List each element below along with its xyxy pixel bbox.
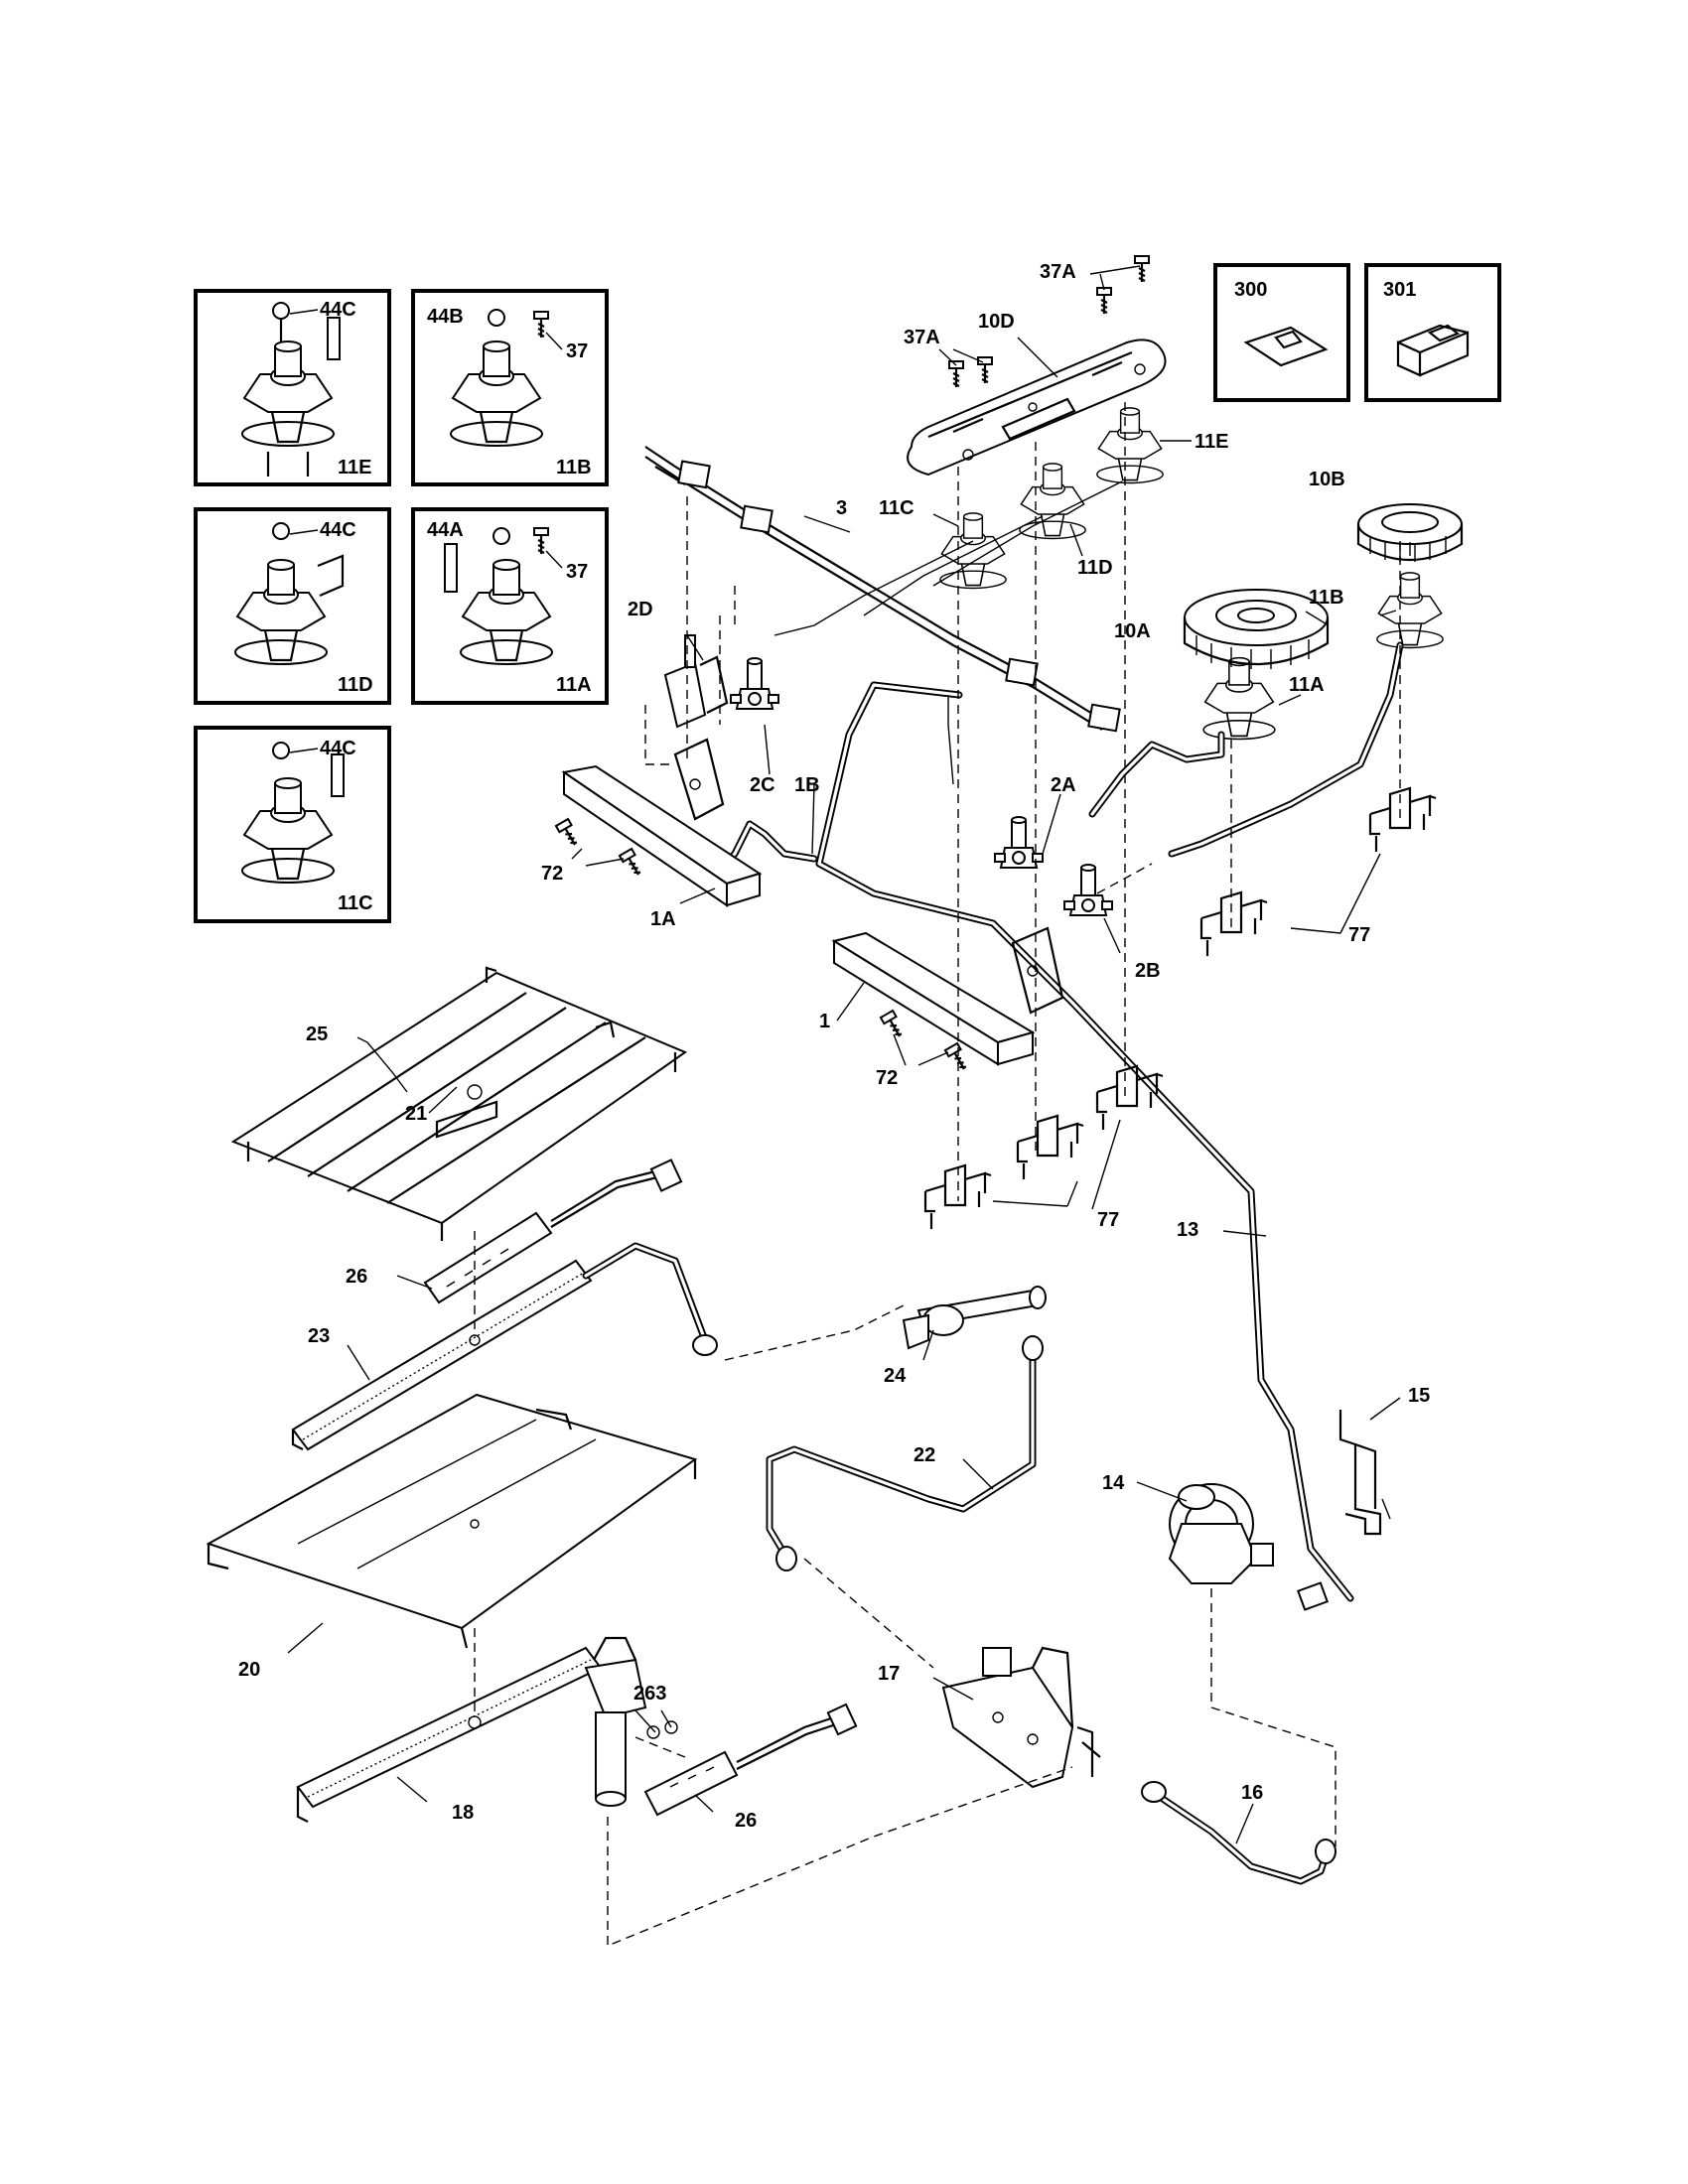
callout-10a: 10A	[1114, 620, 1151, 642]
orifice-24	[902, 1286, 1047, 1350]
kit-box-300: 300	[1213, 263, 1350, 402]
inset-label-44c-3: 44C	[320, 738, 356, 759]
pressure-regulator-14	[1168, 1483, 1329, 1611]
bracket-77-e	[1095, 1064, 1165, 1132]
kit-box-301: 301	[1364, 263, 1501, 402]
callout-1a: 1A	[650, 908, 676, 930]
callout-10d: 10D	[978, 311, 1015, 333]
callout-26-lower: 26	[735, 1810, 757, 1832]
manifold-rail-1a	[561, 738, 763, 907]
inset-label-11b: 11B	[556, 457, 592, 478]
inset-label-37-2: 37	[566, 561, 588, 583]
callout-72-center: 72	[876, 1067, 898, 1089]
callout-3: 3	[836, 497, 847, 519]
burner-head-10b	[1356, 503, 1464, 562]
inset-label-44b: 44B	[427, 306, 464, 328]
burner-head-10a	[1183, 589, 1330, 669]
callout-13: 13	[1177, 1219, 1198, 1241]
valve-2c	[730, 657, 779, 710]
valve-2d	[663, 634, 729, 729]
igniter-26-lower	[643, 1703, 858, 1817]
callout-15: 15	[1408, 1385, 1430, 1407]
heat-shield-20	[206, 1393, 698, 1649]
callout-77-right: 77	[1348, 924, 1370, 946]
inset-label-11e: 11E	[338, 457, 371, 478]
callout-1b: 1B	[794, 774, 820, 796]
inset-label-44a: 44A	[427, 519, 464, 541]
inset-box-11b: 44B 37 11B	[411, 289, 609, 486]
callout-1: 1	[819, 1011, 830, 1032]
inset-box-11c: 44C 11C	[194, 726, 391, 923]
valve-head-11b	[1376, 572, 1444, 649]
callout-11d: 11D	[1077, 557, 1113, 579]
callout-263: 263	[633, 1683, 666, 1705]
callout-23: 23	[308, 1325, 330, 1347]
callout-2b: 2B	[1135, 960, 1161, 982]
washer-263	[646, 1720, 678, 1739]
inset-label-11c: 11C	[338, 892, 373, 914]
callout-72-left: 72	[541, 863, 563, 885]
valve-head-11a	[1202, 656, 1276, 741]
valve-head-11e	[1096, 407, 1164, 484]
callout-11b: 11B	[1309, 587, 1344, 609]
bracket-15	[1338, 1410, 1391, 1536]
inset-box-11a: 44A 37 11A	[411, 507, 609, 705]
callout-labels: 37A 37A 10D 11E 10B 3 11C 11D 11B 10A 11…	[238, 261, 1430, 1832]
kit-label-301: 301	[1383, 279, 1416, 301]
inset-label-11a: 11A	[556, 674, 592, 696]
inset-label-44c: 44C	[320, 299, 356, 321]
bracket-77-a	[1368, 786, 1438, 854]
callout-11c: 11C	[879, 497, 914, 519]
inset-label-44c-2: 44C	[320, 519, 356, 541]
callout-24: 24	[884, 1365, 907, 1387]
inset-label-11d: 11D	[338, 674, 373, 696]
callout-37a-top: 37A	[1040, 261, 1076, 283]
callout-11a: 11A	[1289, 674, 1325, 696]
callout-11e: 11E	[1195, 431, 1228, 453]
callout-17: 17	[878, 1663, 900, 1685]
burner-tube-18	[296, 1636, 647, 1823]
burner-tube-23	[291, 1242, 718, 1451]
inset-box-11d: 44C 11D	[194, 507, 391, 705]
callout-16: 16	[1241, 1782, 1263, 1804]
callout-2a: 2A	[1051, 774, 1076, 796]
callout-20: 20	[238, 1659, 260, 1681]
burner-rail-10d	[907, 339, 1167, 477]
inset-label-37: 37	[566, 341, 588, 362]
callout-37a-left: 37A	[904, 327, 940, 348]
burner-shield-25	[230, 966, 688, 1241]
manifold-rail-1	[831, 926, 1064, 1066]
bracket-77-b	[1199, 890, 1269, 958]
kit-label-300: 300	[1234, 279, 1267, 301]
callout-21: 21	[405, 1103, 427, 1125]
leader-lines	[287, 265, 1411, 1844]
bracket-77-d	[1016, 1114, 1085, 1181]
inset-box-11e: 44C 11E	[194, 289, 391, 486]
callout-25: 25	[306, 1024, 328, 1045]
callout-22: 22	[914, 1444, 935, 1466]
callout-2d: 2D	[628, 599, 653, 620]
igniter-26-upper	[423, 1159, 683, 1304]
callout-18: 18	[452, 1802, 474, 1824]
callout-26-upper: 26	[346, 1266, 367, 1288]
safety-valve-17	[941, 1646, 1101, 1789]
callout-10b: 10B	[1309, 469, 1345, 490]
callout-77-center: 77	[1097, 1209, 1119, 1231]
assembly-dashed-lines	[474, 402, 1401, 1948]
wire-harness-3	[644, 446, 1123, 733]
callout-14: 14	[1102, 1472, 1125, 1494]
callout-2c: 2C	[750, 774, 775, 796]
